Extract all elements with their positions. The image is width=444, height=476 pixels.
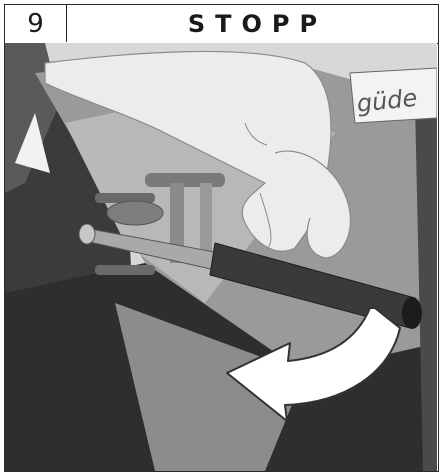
step-title: STOPP xyxy=(67,5,438,42)
instruction-panel: 9 STOPP güde xyxy=(4,4,439,472)
brand-plate: güde xyxy=(350,68,437,123)
step-number: 9 xyxy=(5,5,67,42)
step-header: 9 STOPP xyxy=(5,5,438,44)
instruction-illustration: güde xyxy=(5,43,437,471)
illustration-canvas: güde xyxy=(5,43,437,471)
